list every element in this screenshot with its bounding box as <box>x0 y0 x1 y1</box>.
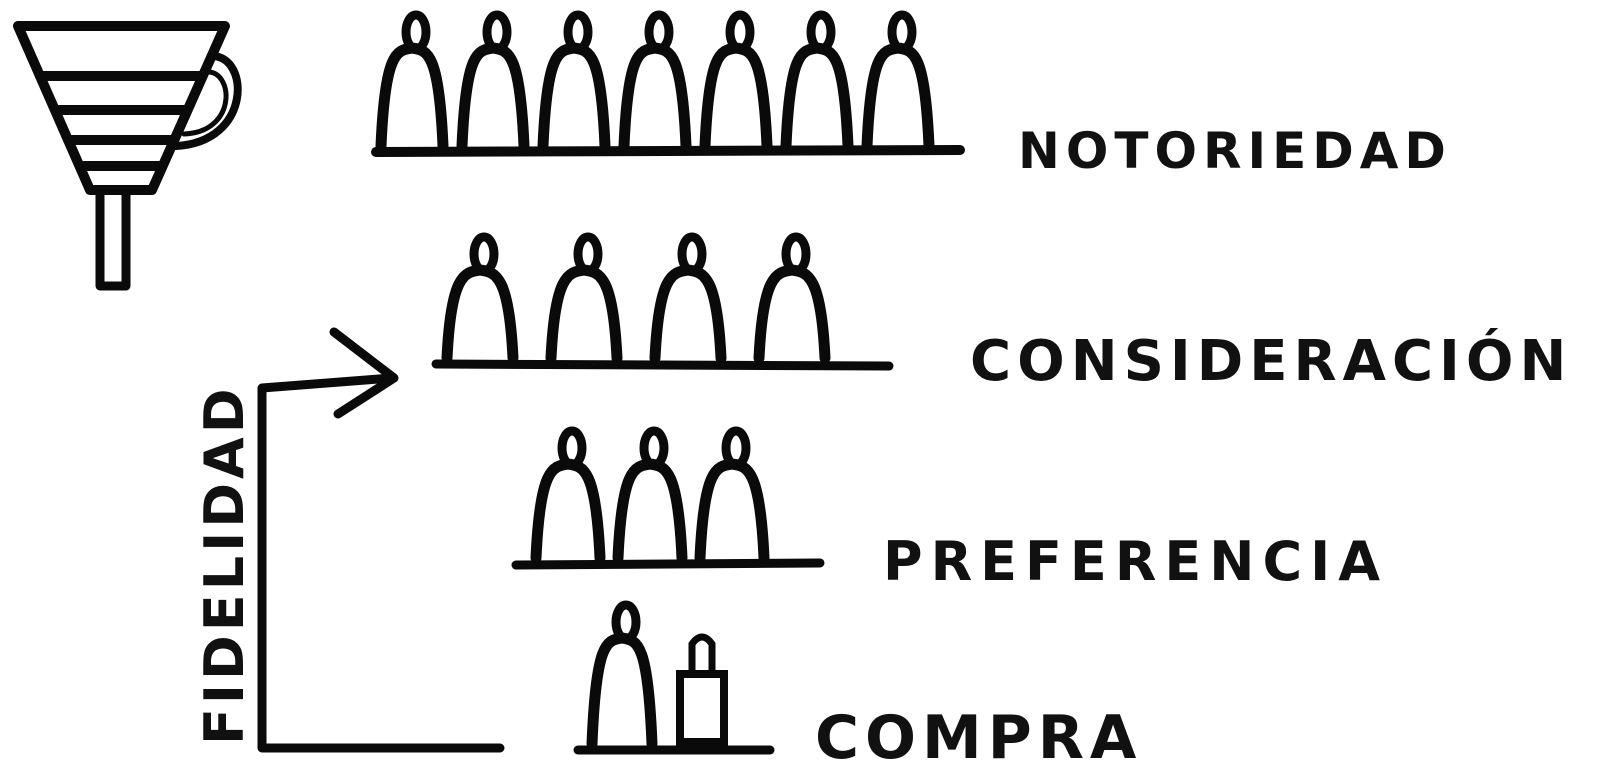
person-icon <box>441 264 519 364</box>
person-head <box>563 10 593 54</box>
stage-label-notoriedad: NOTORIEDAD <box>1018 122 1452 180</box>
person-head <box>677 232 707 276</box>
stage-label-consideracion: CONSIDERACIÓN <box>970 329 1572 394</box>
people-group-consideracion <box>441 232 831 364</box>
person-head <box>806 10 836 54</box>
person-head <box>573 232 603 276</box>
person-icon <box>699 42 773 152</box>
person-icon <box>649 264 727 364</box>
person-head <box>644 10 674 54</box>
person-icon <box>861 42 935 152</box>
people-layer <box>375 10 935 750</box>
person-head <box>469 232 499 276</box>
person-head <box>611 600 641 644</box>
stage-shelves <box>371 145 965 755</box>
person-icon <box>456 42 530 152</box>
shelf-notoriedad <box>371 145 965 157</box>
stage-label-preferencia: PREFERENCIA <box>883 530 1388 593</box>
shelf-consideracion <box>431 359 894 371</box>
person-icon <box>375 42 449 152</box>
people-group-notoriedad <box>375 10 935 152</box>
stage-label-compra: COMPRA <box>815 703 1142 767</box>
person-head <box>887 10 917 54</box>
person-icon <box>530 458 606 564</box>
person-head <box>482 10 512 54</box>
person-icon <box>586 632 658 750</box>
shopping-bag-icon <box>676 633 728 746</box>
person-icon <box>618 42 692 152</box>
person-icon <box>545 264 623 364</box>
person-icon <box>537 42 611 152</box>
person-icon <box>753 264 831 364</box>
shelf-preferencia <box>511 558 825 570</box>
person-head <box>781 232 811 276</box>
person-head <box>725 10 755 54</box>
people-group-preferencia <box>530 426 770 564</box>
person-icon <box>780 42 854 152</box>
funnel-icon <box>13 21 242 291</box>
person-icon <box>694 458 770 564</box>
loyalty-label: FIDELIDAD <box>193 384 256 745</box>
person-head <box>557 426 587 470</box>
person-icon <box>612 458 688 564</box>
person-head <box>639 426 669 470</box>
people-group-compra <box>586 600 728 750</box>
person-head <box>721 426 751 470</box>
person-head <box>401 10 431 54</box>
loyalty-loop-arrow <box>257 327 505 753</box>
